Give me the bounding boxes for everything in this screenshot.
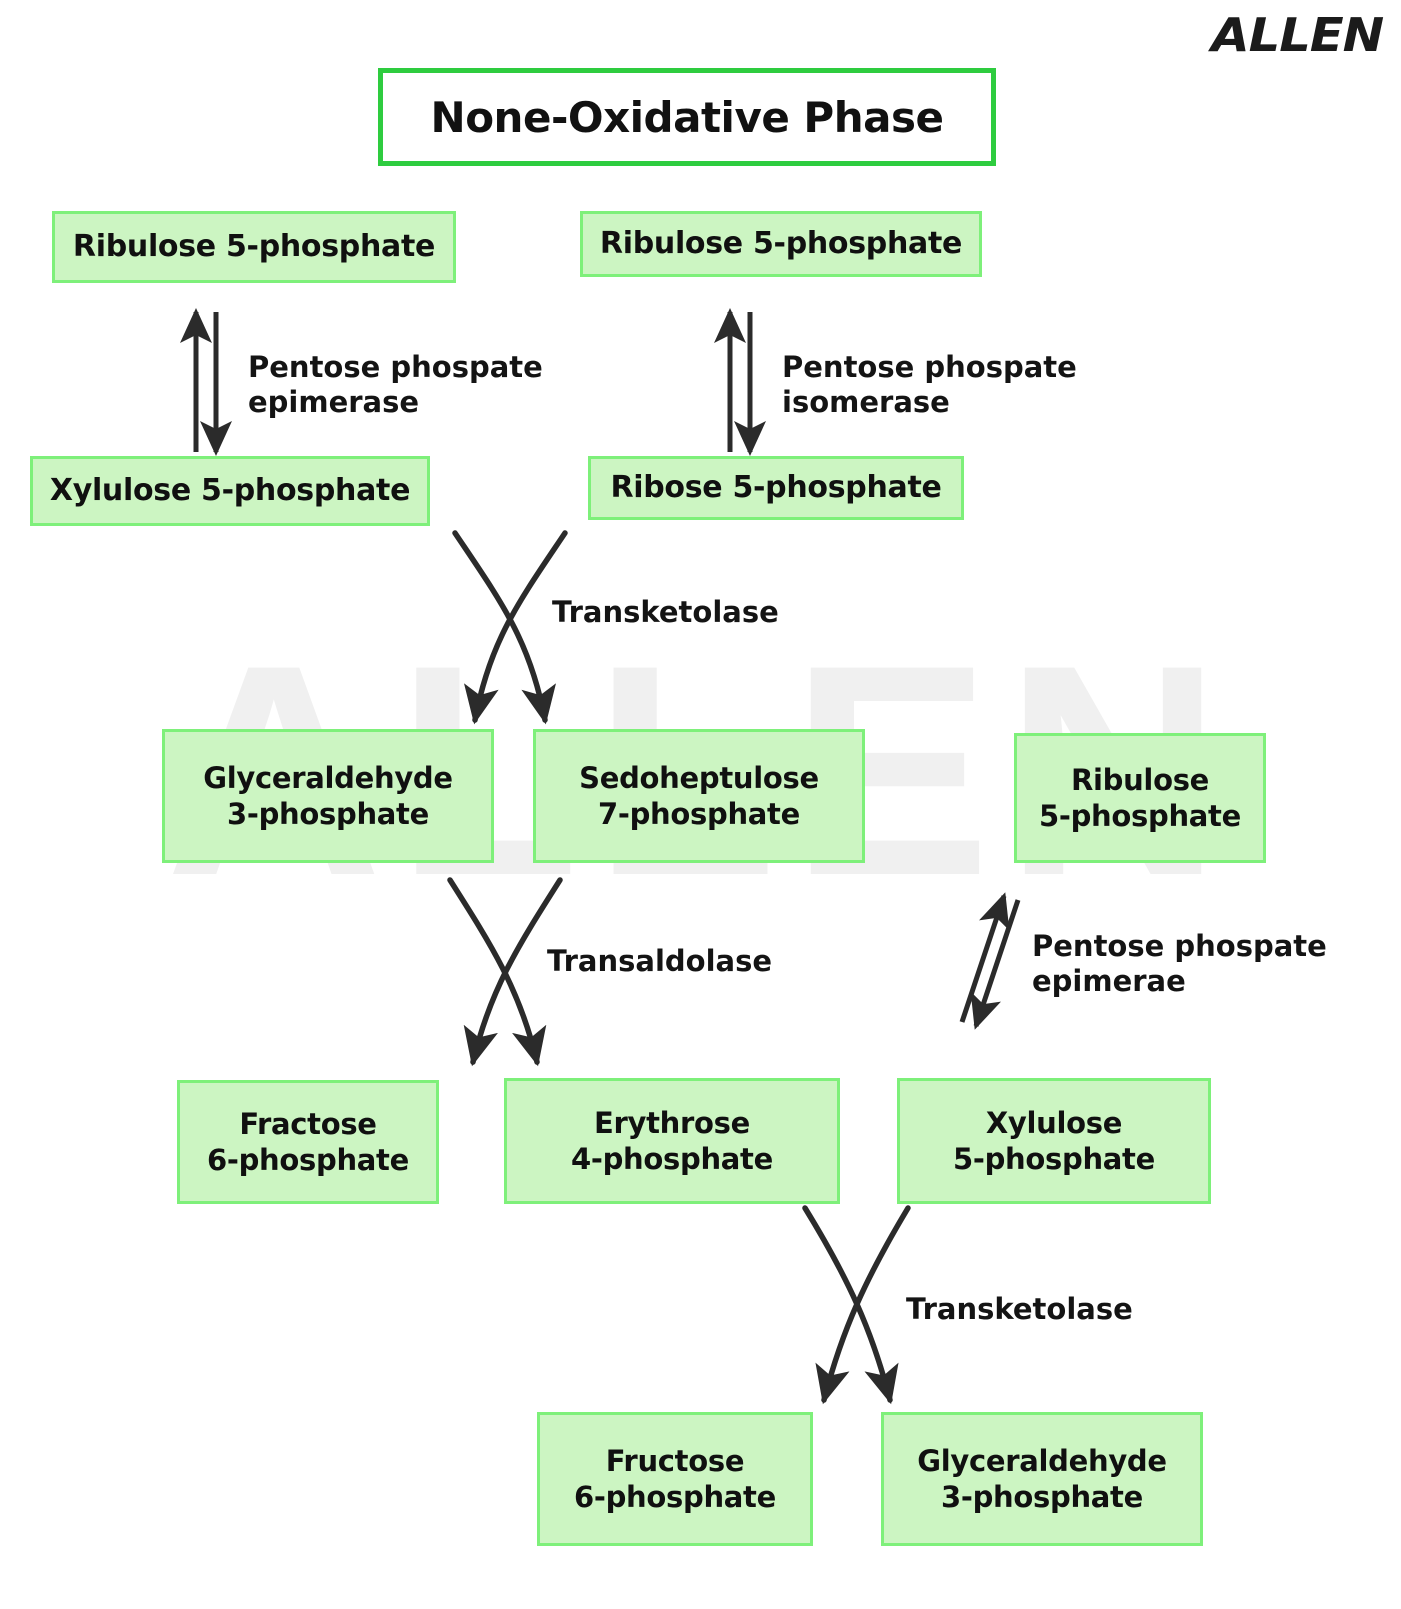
node-ribulose5p-mid: Ribulose 5-phosphate <box>1014 733 1266 863</box>
node-label: Xylulose 5-phosphate <box>49 473 411 509</box>
page-title-text: None-Oxidative Phase <box>430 92 944 142</box>
node-ribulose5p-left: Ribulose 5-phosphate <box>52 211 456 283</box>
node-label: Ribulose 5-phosphate <box>72 229 436 265</box>
enzyme-label-ppe-left: Pentose phospate epimerase <box>248 350 543 420</box>
allen-logo: ALLEN <box>1211 8 1384 62</box>
node-label: Fractose 6-phosphate <box>206 1106 409 1177</box>
node-label: Glyceraldehyde 3-phosphate <box>203 760 453 831</box>
node-label: Erythrose 4-phosphate <box>570 1105 773 1176</box>
node-label: Ribulose 5-phosphate <box>1038 762 1241 833</box>
node-label: Sedoheptulose 7-phosphate <box>579 760 819 831</box>
node-label: Fructose 6-phosphate <box>573 1443 776 1514</box>
node-g3p-mid: Glyceraldehyde 3-phosphate <box>162 729 494 863</box>
node-fractose6p: Fractose 6-phosphate <box>177 1080 439 1204</box>
allen-logo-text: ALLEN <box>1211 8 1384 62</box>
page-title: None-Oxidative Phase <box>378 68 996 166</box>
enzyme-label-transaldolase: Transaldolase <box>547 944 773 978</box>
node-label: Ribose 5-phosphate <box>610 470 942 506</box>
node-label: Xylulose 5-phosphate <box>952 1105 1155 1176</box>
node-label: Glyceraldehyde 3-phosphate <box>917 1443 1167 1514</box>
enzyme-label-transketolase-1: Transketolase <box>552 595 779 629</box>
arrow-ppi-right <box>713 307 767 457</box>
node-xylulose5p-low: Xylulose 5-phosphate <box>897 1078 1211 1204</box>
node-ribulose5p-right: Ribulose 5-phosphate <box>580 211 982 277</box>
node-fructose6p-final: Fructose 6-phosphate <box>537 1412 813 1546</box>
enzyme-label-transketolase-2: Transketolase <box>906 1292 1133 1326</box>
arrow-crossing-transketolase-2 <box>802 1205 911 1405</box>
enzyme-label-ppe-right: Pentose phospate epimerae <box>1032 929 1327 999</box>
arrow-ppe-left <box>179 307 233 457</box>
enzyme-label-ppi-right: Pentose phospate isomerase <box>782 350 1077 420</box>
arrow-ppe-right-slanted <box>959 892 1021 1030</box>
arrow-crossing-transketolase-1 <box>452 530 568 725</box>
arrow-crossing-transaldolase <box>447 877 563 1067</box>
node-label: Ribulose 5-phosphate <box>599 226 963 262</box>
node-ribose5p: Ribose 5-phosphate <box>588 456 964 520</box>
node-g3p-final: Glyceraldehyde 3-phosphate <box>881 1412 1203 1546</box>
node-erythrose4p: Erythrose 4-phosphate <box>504 1078 840 1204</box>
node-xylulose5p-top: Xylulose 5-phosphate <box>30 456 430 526</box>
node-sedoheptulose7p: Sedoheptulose 7-phosphate <box>533 729 865 863</box>
